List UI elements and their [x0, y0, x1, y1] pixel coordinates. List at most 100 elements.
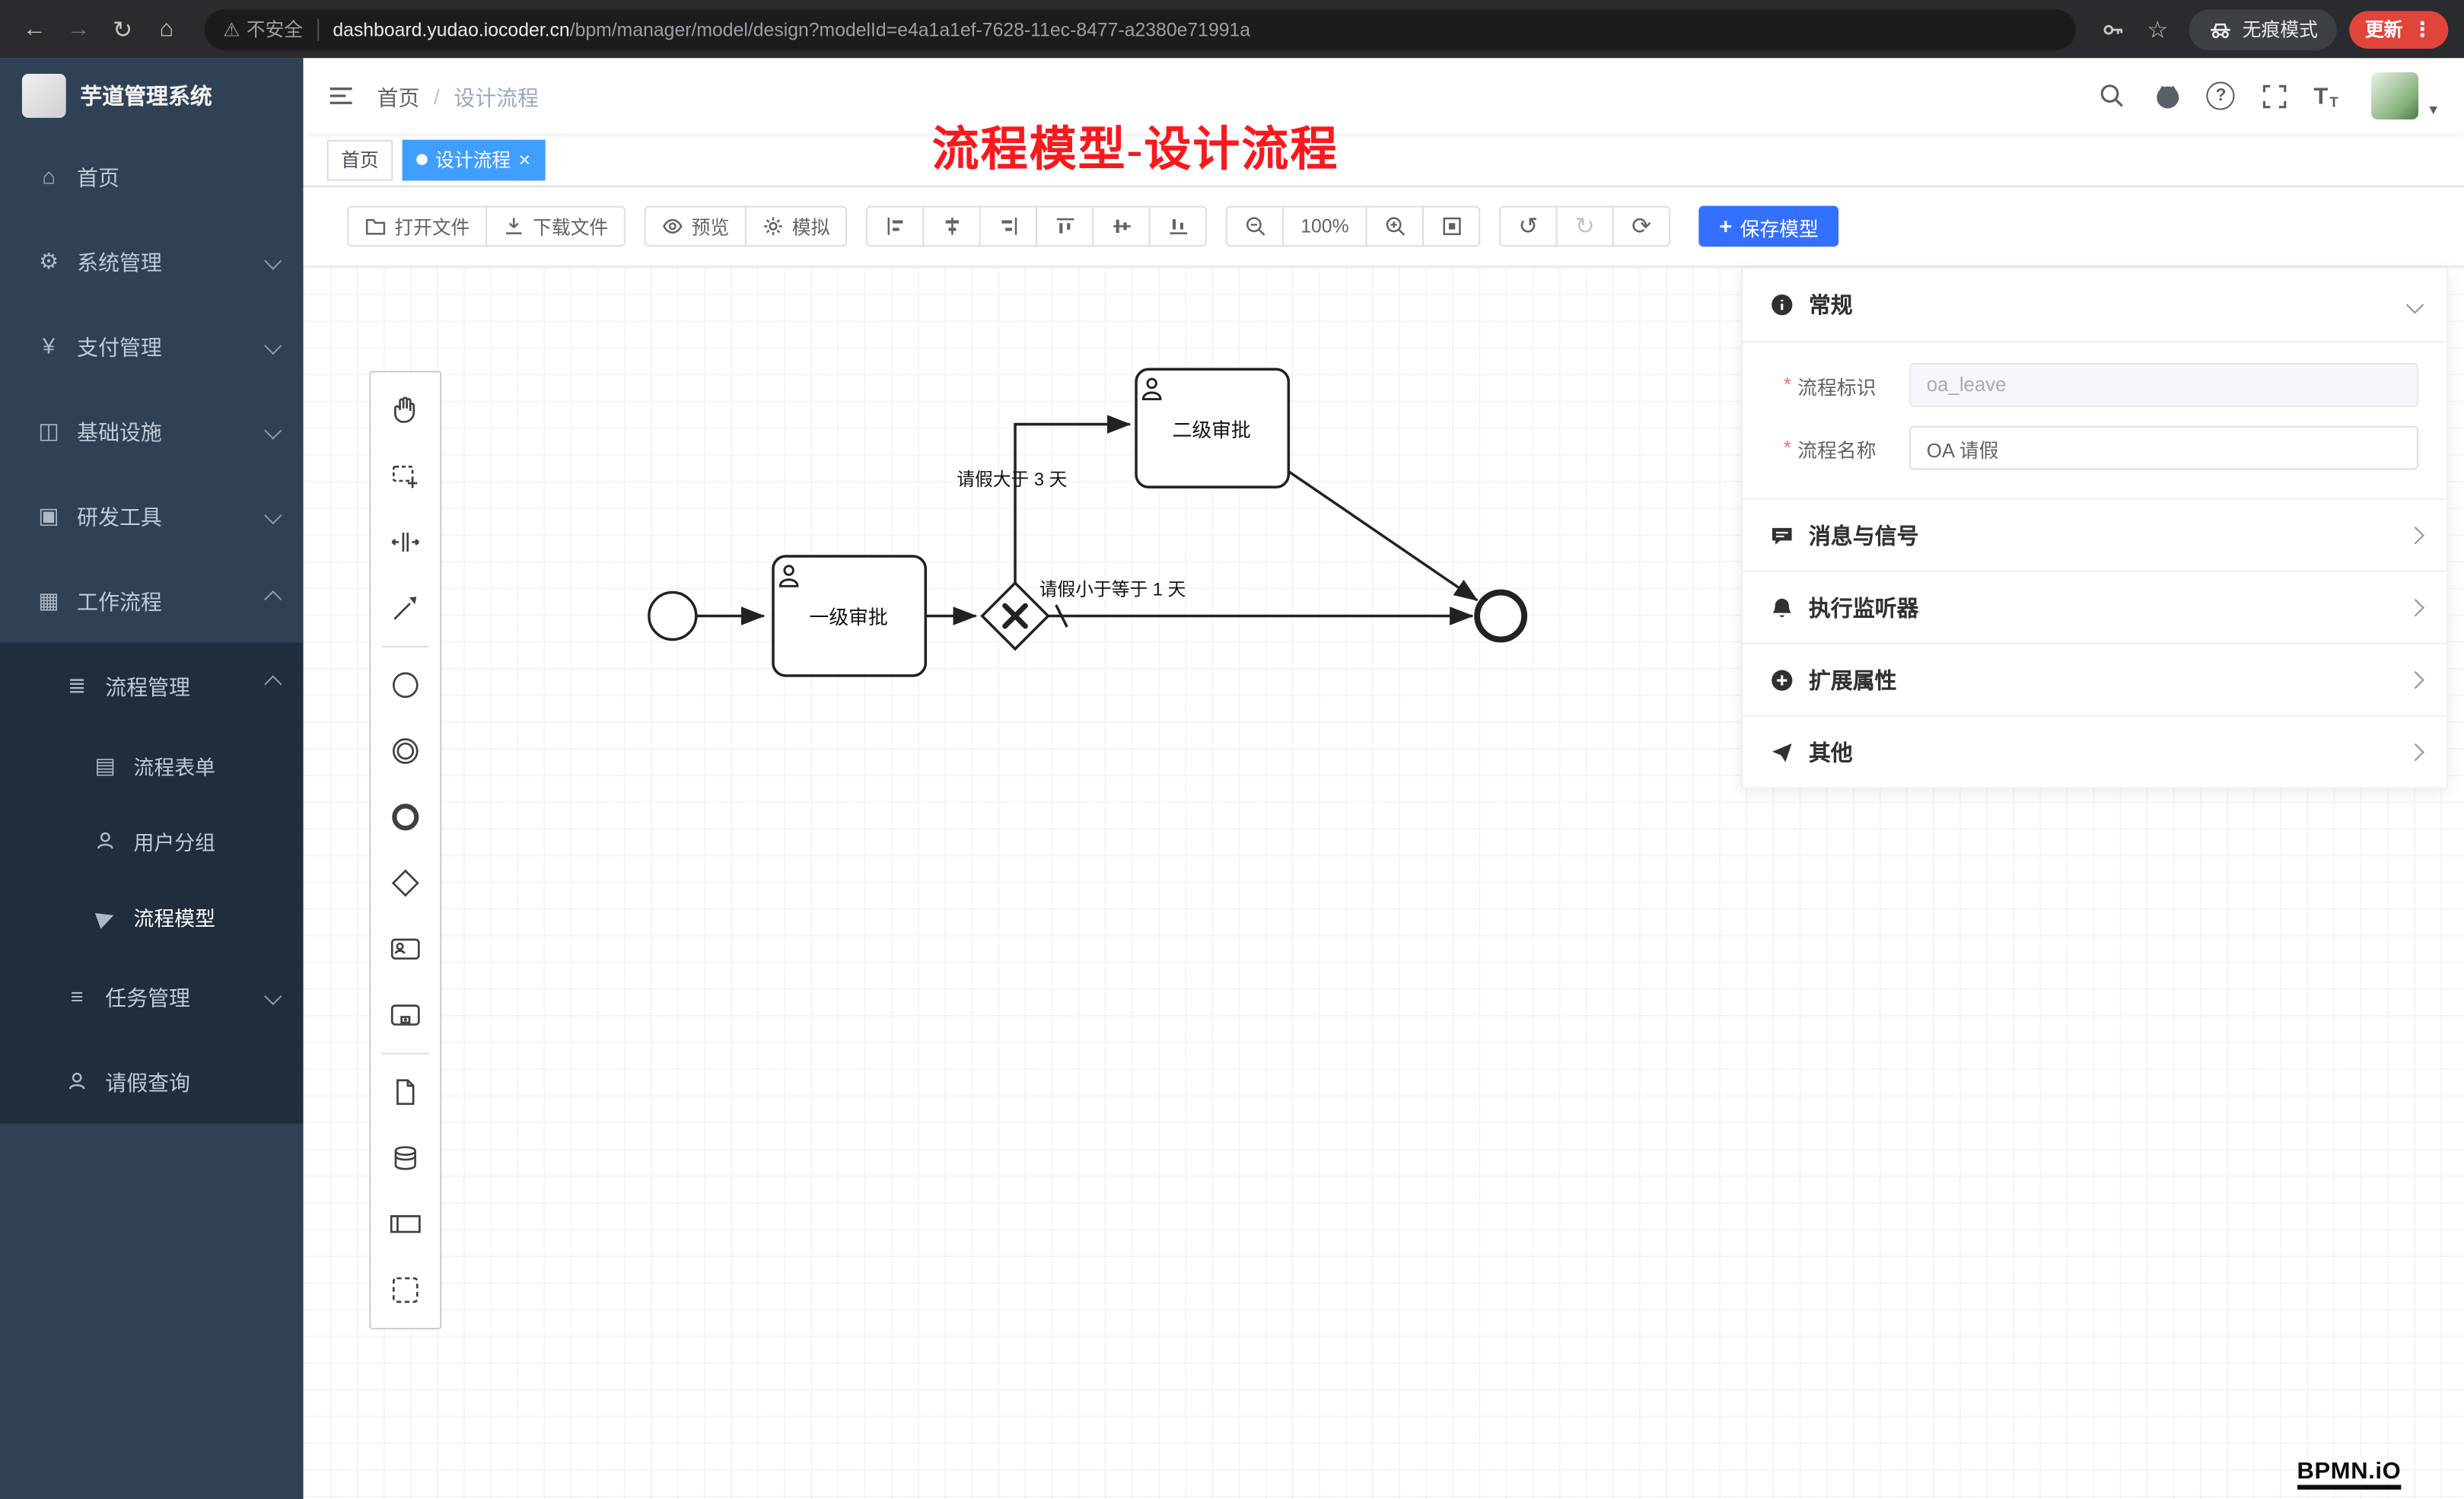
user-task-level2[interactable]: 二级审批: [1135, 368, 1291, 489]
browser-menu-icon[interactable]: ⋮: [2411, 16, 2433, 40]
sidebar-item-payment-management[interactable]: ¥ 支付管理: [0, 304, 304, 389]
align-center-button[interactable]: [922, 205, 981, 247]
global-connect-tool-icon[interactable]: [372, 575, 438, 641]
forward-icon[interactable]: →: [66, 15, 91, 43]
align-right-button[interactable]: [979, 205, 1038, 247]
redo-button[interactable]: ↻: [1555, 205, 1614, 247]
condition-lte-label[interactable]: 请假小于等于 1 天: [1039, 580, 1186, 600]
exclusive-gateway[interactable]: [980, 581, 1050, 651]
undo-button[interactable]: ↺: [1499, 205, 1558, 247]
sidebar-item-process-management[interactable]: ≣ 流程管理: [0, 643, 304, 728]
align-left-button[interactable]: [865, 205, 925, 247]
restart-button[interactable]: ⟳: [1612, 205, 1671, 247]
hand-tool-icon[interactable]: [372, 377, 438, 444]
create-data-object-icon[interactable]: [372, 1059, 438, 1125]
create-end-event-icon[interactable]: [372, 784, 438, 850]
section-general[interactable]: 常规: [1743, 269, 2446, 341]
create-group-icon[interactable]: [372, 1257, 438, 1323]
bpmn-diagram[interactable]: 一级审批: [304, 267, 2464, 1499]
home-icon[interactable]: ⌂: [159, 15, 174, 43]
user-avatar[interactable]: ▾: [2371, 72, 2437, 119]
lasso-tool-icon[interactable]: [372, 443, 438, 509]
align-top-button[interactable]: [1035, 205, 1094, 247]
align-middle-button[interactable]: [1092, 205, 1151, 247]
help-icon[interactable]: ?: [2207, 81, 2236, 110]
process-name-field: * 流程名称: [1784, 425, 2419, 470]
download-file-button[interactable]: 下载文件: [485, 205, 626, 247]
create-intermediate-event-icon[interactable]: [372, 718, 438, 785]
breadcrumb-home[interactable]: 首页: [377, 86, 420, 110]
address-bar[interactable]: ⚠ 不安全 dashboard.yudao.iocoder.cn/bpm/man…: [204, 8, 2076, 50]
bpmn-io-watermark[interactable]: BPMN.iO: [2297, 1458, 2402, 1490]
back-icon[interactable]: ←: [22, 15, 46, 43]
sidebar-item-process-model[interactable]: ▶ 流程模型: [0, 878, 304, 953]
key-icon[interactable]: [2095, 10, 2133, 48]
preview-button[interactable]: 预览: [644, 205, 747, 247]
save-model-button[interactable]: + 保存模型: [1698, 205, 1839, 247]
create-user-task-icon[interactable]: [372, 916, 438, 982]
hamburger-icon[interactable]: [327, 81, 355, 110]
sidebar-item-home[interactable]: ⌂ 首页: [0, 134, 304, 219]
person-icon: [63, 1070, 91, 1092]
section-extended-attributes[interactable]: 扩展属性: [1743, 642, 2447, 715]
create-subprocess-icon[interactable]: [372, 982, 438, 1049]
active-dot: [416, 154, 428, 165]
align-left-icon: [887, 218, 903, 235]
create-participant-icon[interactable]: [372, 1191, 438, 1257]
zoom-out-button[interactable]: [1225, 205, 1285, 247]
open-file-button[interactable]: 打开文件: [347, 205, 488, 247]
create-start-event-icon[interactable]: [372, 652, 438, 718]
simulate-button[interactable]: 模拟: [744, 205, 848, 247]
github-icon[interactable]: [2152, 80, 2183, 111]
sidebar-item-infrastructure[interactable]: ◫ 基础设施: [0, 388, 304, 473]
flow-task2-to-end[interactable]: [1288, 470, 1479, 602]
search-icon[interactable]: [2096, 80, 2128, 111]
chevron-down-icon: [263, 988, 281, 1005]
app-logo[interactable]: 芋道管理系统: [0, 58, 304, 133]
chevron-right-icon: [2405, 671, 2423, 689]
sidebar-item-dev-tools[interactable]: ▣ 研发工具: [0, 473, 304, 559]
user-task-level1[interactable]: 一级审批: [772, 555, 928, 677]
fullscreen-icon[interactable]: [2259, 80, 2290, 111]
reload-icon[interactable]: ↻: [113, 16, 133, 43]
chevron-right-icon: [2405, 527, 2423, 544]
sidebar-item-user-group[interactable]: 用户分组: [0, 803, 304, 878]
process-key-input[interactable]: [1909, 363, 2419, 407]
sidebar-item-task-management[interactable]: ≡ 任务管理: [0, 953, 304, 1039]
process-name-input[interactable]: [1909, 425, 2419, 470]
close-icon[interactable]: ×: [518, 148, 531, 172]
section-message-signal[interactable]: 消息与信号: [1743, 498, 2447, 571]
space-tool-icon[interactable]: [372, 509, 438, 575]
align-bottom-button[interactable]: [1148, 205, 1208, 247]
sidebar-item-label: 研发工具: [77, 505, 162, 530]
yen-icon: ¥: [42, 333, 56, 358]
chevron-up-icon: [263, 676, 281, 694]
zoom-level[interactable]: 100%: [1282, 205, 1367, 247]
send-icon: [1769, 740, 1794, 765]
zoom-reset-button[interactable]: [1421, 205, 1481, 247]
zoom-out-icon: [1246, 217, 1265, 236]
sidebar-item-process-form[interactable]: ▤ 流程表单: [0, 727, 304, 803]
create-data-store-icon[interactable]: [372, 1125, 438, 1192]
sidebar-item-leave-query[interactable]: 请假查询: [0, 1039, 304, 1124]
condition-gt-label[interactable]: 请假大于 3 天: [957, 469, 1067, 490]
start-event[interactable]: [648, 590, 698, 641]
create-gateway-icon[interactable]: [372, 850, 438, 916]
browser-chrome: ← → ↻ ⌂ ⚠ 不安全 dashboard.yudao.iocoder.cn…: [0, 0, 2464, 59]
sidebar-item-system-management[interactable]: ⚙ 系统管理: [0, 218, 304, 304]
sidebar-item-workflow[interactable]: ▦ 工作流程: [0, 558, 304, 643]
chevron-down-icon: [263, 507, 281, 524]
end-event[interactable]: [1474, 589, 1528, 643]
tag-home[interactable]: 首页: [326, 138, 393, 180]
zoom-in-button[interactable]: [1365, 205, 1425, 247]
section-other[interactable]: 其他: [1743, 714, 2447, 788]
palette-separator: [381, 1052, 429, 1055]
update-button[interactable]: 更新 ⋮: [2349, 10, 2449, 48]
bookmark-star-icon[interactable]: ☆: [2147, 16, 2169, 43]
section-execution-listener[interactable]: 执行监听器: [1743, 570, 2447, 643]
tag-design-process[interactable]: 设计流程 ×: [402, 138, 545, 180]
flow-gateway-to-task2[interactable]: [1014, 415, 1132, 584]
security-label[interactable]: 不安全: [246, 18, 304, 41]
